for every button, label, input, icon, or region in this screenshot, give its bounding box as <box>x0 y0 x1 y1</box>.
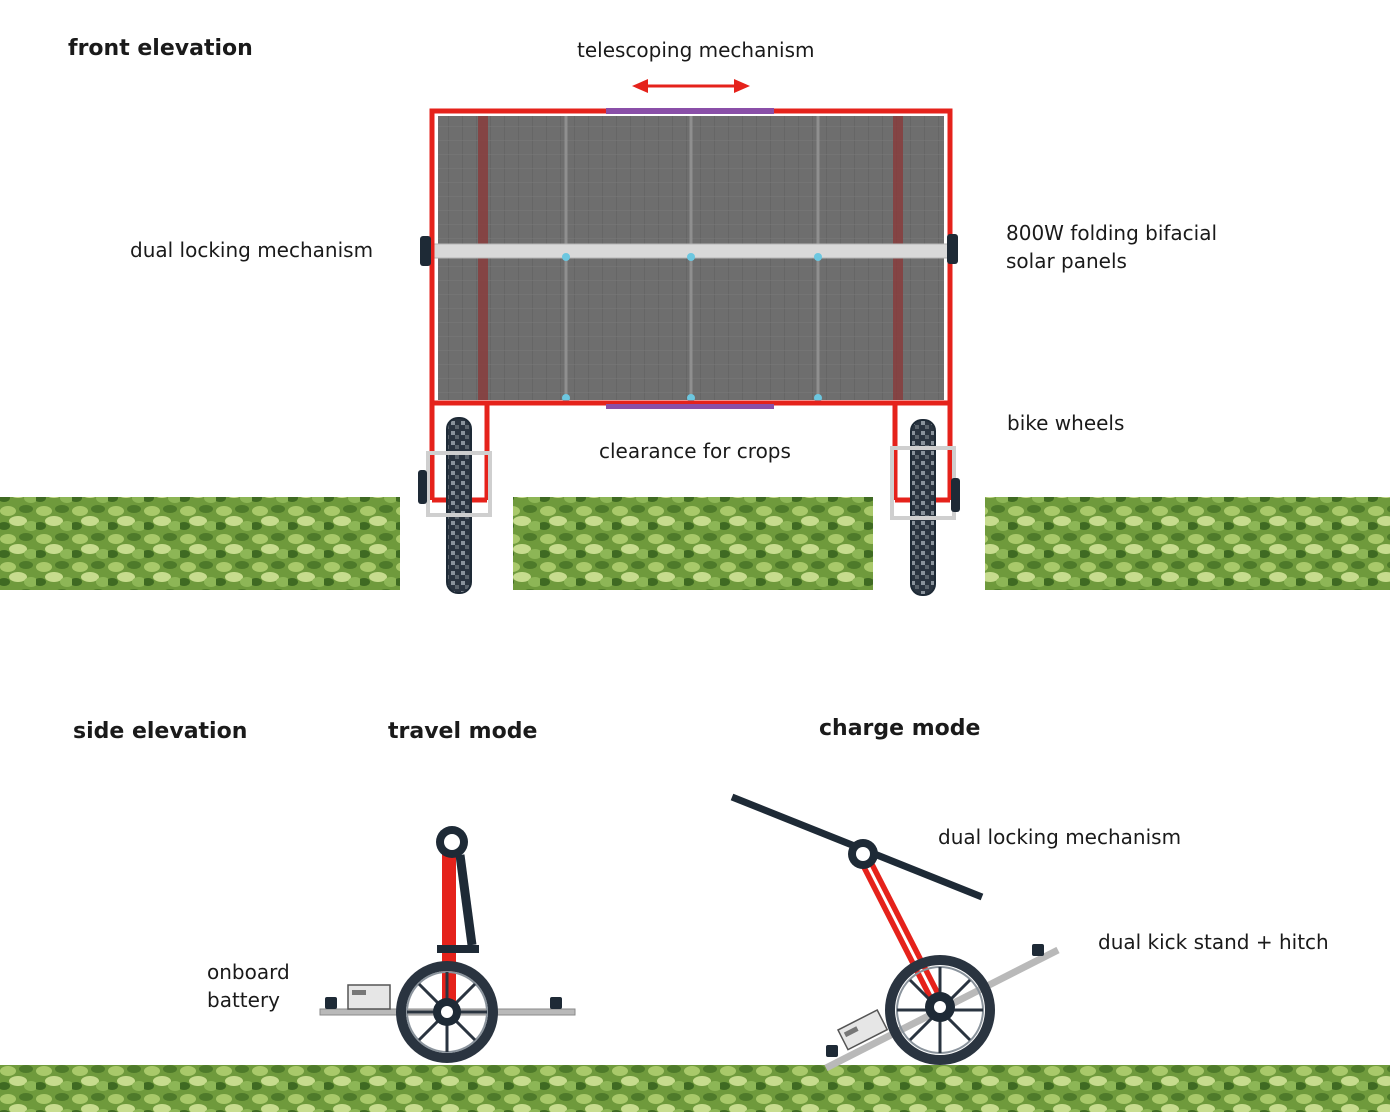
dual-locking-mechanism-label-side: dual locking mechanism <box>938 825 1182 849</box>
locking-handle-right <box>947 234 958 264</box>
telescoping-bar-bottom <box>606 404 774 409</box>
clearance-for-crops-label: clearance for crops <box>599 439 791 463</box>
bike-wheel-right-front <box>890 419 960 596</box>
crop-row-right <box>985 497 1390 590</box>
bike-wheels-label: bike wheels <box>1007 411 1125 435</box>
charge-mode-cart <box>730 793 1060 1072</box>
crop-row-left <box>0 497 400 590</box>
solar-panel-array <box>431 116 951 402</box>
dual-locking-mechanism-label-front: dual locking mechanism <box>130 238 374 262</box>
front-elevation-title: front elevation <box>68 36 253 61</box>
kick-stand-hitch-label: dual kick stand + hitch <box>1098 930 1329 954</box>
travel-mode-cart <box>319 826 576 1063</box>
telescoping-mechanism-label: telescoping mechanism <box>577 38 815 62</box>
solar-panels-label-line2: solar panels <box>1006 249 1127 273</box>
travel-mode-title: travel mode <box>388 719 538 744</box>
solar-panels-label-line1: 800W folding bifacial <box>1006 221 1218 245</box>
bike-wheel-left-front <box>418 417 492 594</box>
locking-handle-left <box>420 236 431 266</box>
onboard-battery-label-line1: onboard <box>207 960 290 984</box>
side-elevation-title: side elevation <box>73 719 248 744</box>
telescoping-bar-top <box>606 108 774 114</box>
telescoping-arrow <box>632 79 750 93</box>
charge-mode-title: charge mode <box>819 716 981 741</box>
crop-row-middle <box>513 497 873 590</box>
onboard-battery-label-line2: battery <box>207 988 280 1012</box>
ground-foliage <box>0 1065 1390 1112</box>
